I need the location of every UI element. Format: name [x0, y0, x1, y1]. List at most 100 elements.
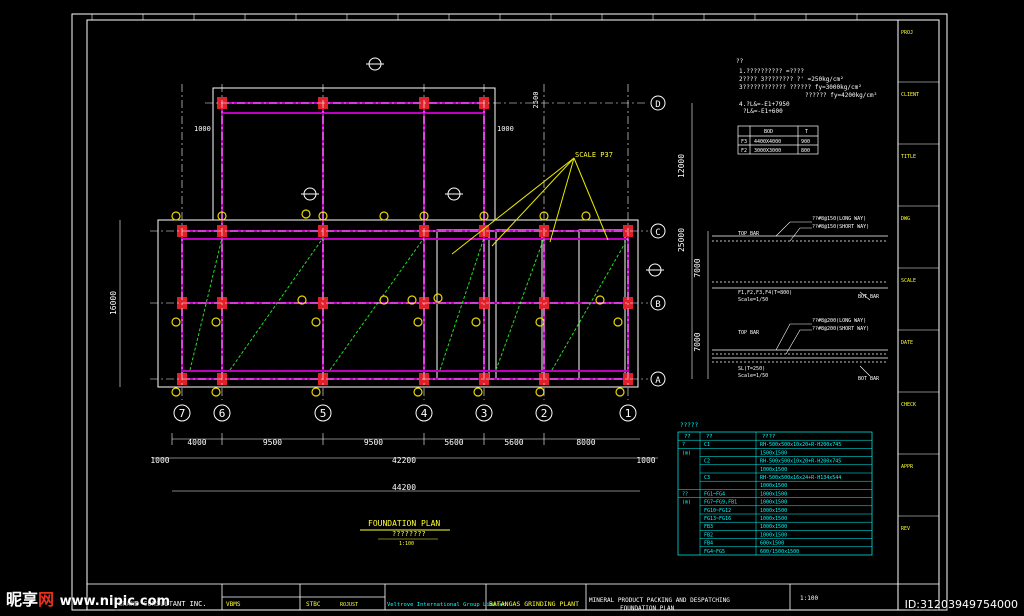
schedule-cell: FG10~FG12	[704, 508, 731, 514]
schedule-header: ??	[684, 434, 691, 440]
watermark-id: ID:31203949754000	[904, 598, 1018, 611]
schedule-title: ?????	[680, 422, 698, 429]
grid-bubble-label: C	[655, 228, 660, 238]
grid-bubble-label: 3	[481, 407, 488, 420]
footing-table-h1: BOD	[764, 129, 773, 135]
schedule-cell: FG1~FG4	[704, 491, 725, 497]
section-1-botbar: BOT BAR	[858, 294, 880, 300]
dimension-label: 9500	[263, 438, 282, 447]
footing-tag	[473, 387, 483, 397]
grid-bubble-label: 2	[541, 407, 548, 420]
grid-bubble	[475, 404, 493, 422]
scale-leader	[573, 157, 609, 241]
tie-line	[229, 237, 324, 371]
section-1-short: ??#8@150(SHORT WAY)	[812, 224, 869, 230]
footing-tag	[581, 211, 591, 221]
footing-tag	[171, 317, 181, 327]
scale-leader	[491, 157, 575, 247]
footing-tag	[535, 317, 545, 327]
grid-bubble	[213, 404, 231, 422]
dimension-label: 1000	[497, 125, 514, 133]
schedule-cell: (m)	[682, 450, 691, 456]
notes-line-5: 4.?L&=-E1+7950	[739, 101, 790, 108]
dimension-label: 25000	[677, 228, 686, 252]
grid-bubble	[415, 404, 433, 422]
footing-tag	[595, 295, 605, 305]
footing-tag	[471, 317, 481, 327]
dimension-label: 5600	[504, 438, 523, 447]
footing-tag	[211, 317, 221, 327]
dimension-label: 42200	[392, 456, 416, 465]
side-block-label: DATE	[901, 340, 913, 346]
side-block-label: PROJ	[901, 30, 913, 36]
footing-tag	[615, 387, 625, 397]
footing-tag	[407, 295, 417, 305]
side-block-label: TITLE	[901, 154, 916, 160]
footing-tag	[379, 211, 389, 221]
dimension-label: 1000	[150, 456, 169, 465]
drawing-name-2: FOUNDATION PLAN	[620, 605, 675, 612]
schedule-cell: C1	[704, 442, 710, 448]
side-block-label: APPR	[901, 464, 914, 470]
side-block-label: REV	[901, 526, 910, 532]
plan-subtitle: ????????	[392, 530, 426, 538]
tie-line	[439, 237, 485, 371]
dimension-label: 12000	[677, 154, 686, 178]
grid-bubble	[650, 95, 666, 111]
section-1-long: ??#8@150(LONG WAY)	[812, 216, 866, 222]
title-cell-2: STBC	[306, 601, 321, 608]
dimension-label: 16000	[109, 291, 118, 315]
footing-tag	[171, 211, 181, 221]
footing-table-r2c2: 3000X3000	[754, 148, 781, 154]
dimension-label: 7000	[693, 332, 702, 351]
dimension-label: 4000	[187, 438, 206, 447]
dimension-label: 9500	[364, 438, 383, 447]
section-2-topbar: TOP BAR	[738, 330, 760, 336]
footing-tag	[379, 295, 389, 305]
schedule-header: ??	[706, 434, 713, 440]
schedule-cell: FG4~FG5	[704, 549, 725, 555]
schedule-cell: FG13~FG16	[704, 516, 731, 522]
schedule-cell: 1500x1500	[760, 450, 787, 456]
dimension-label: 8000	[576, 438, 595, 447]
grid-bubble	[650, 223, 666, 239]
section-1-caption: F1,F2,F3,F4(T=800)	[738, 290, 792, 296]
schedule-cell: 1000x1500	[760, 532, 787, 538]
dimension-label: 1000	[194, 125, 211, 133]
schedule-header: ????	[762, 434, 775, 440]
tie-line	[189, 237, 223, 371]
grid-bubble-label: D	[655, 100, 660, 110]
schedule-cell: C2	[704, 459, 710, 465]
title-cell-1: VBMS	[226, 601, 241, 608]
footing-tag	[297, 295, 307, 305]
scale-leader	[549, 157, 575, 243]
schedule-cell: 1000x1500	[760, 516, 787, 522]
schedule-cell: RH-500x500x16x24+R-H134x544	[760, 475, 841, 481]
schedule-cell: 600x1500	[760, 541, 784, 547]
watermark-logo: 昵享网 www.nipic.com	[6, 590, 171, 609]
plan-title: FOUNDATION PLAN	[368, 519, 440, 528]
footing-table-r2c3: 800	[801, 148, 810, 154]
section-1-scale: Scale=1/50	[738, 297, 768, 303]
tie-line	[495, 237, 545, 371]
footing-tag	[301, 209, 311, 219]
footing-table-r2c1: F2	[741, 148, 747, 154]
side-block-label: CLIENT	[901, 92, 919, 98]
schedule-cell: 1000x1500	[760, 508, 787, 514]
footing-tag	[413, 317, 423, 327]
schedule-cell: 1000x1500	[760, 483, 787, 489]
dimension-label: 1000	[636, 456, 655, 465]
notes-line-1: 1.?????????? =????	[739, 68, 804, 75]
section-2-caption: SL(T=250)	[738, 366, 765, 372]
footing-table-r1c1: F3	[741, 139, 747, 145]
schedule-cell: ?	[682, 442, 685, 448]
grid-bubble	[314, 404, 332, 422]
title-cell-3: ROJUST	[340, 602, 358, 608]
section-1-topbar: TOP BAR	[738, 231, 760, 237]
schedule-cell: RH-500x500x10x20+R-H200x745	[760, 459, 841, 465]
schedule-cell: FG7~FG9,FB1	[704, 500, 737, 506]
consultant-name: GRAND CONSULTANT INC.	[118, 600, 207, 608]
notes-head: ??	[736, 58, 744, 65]
